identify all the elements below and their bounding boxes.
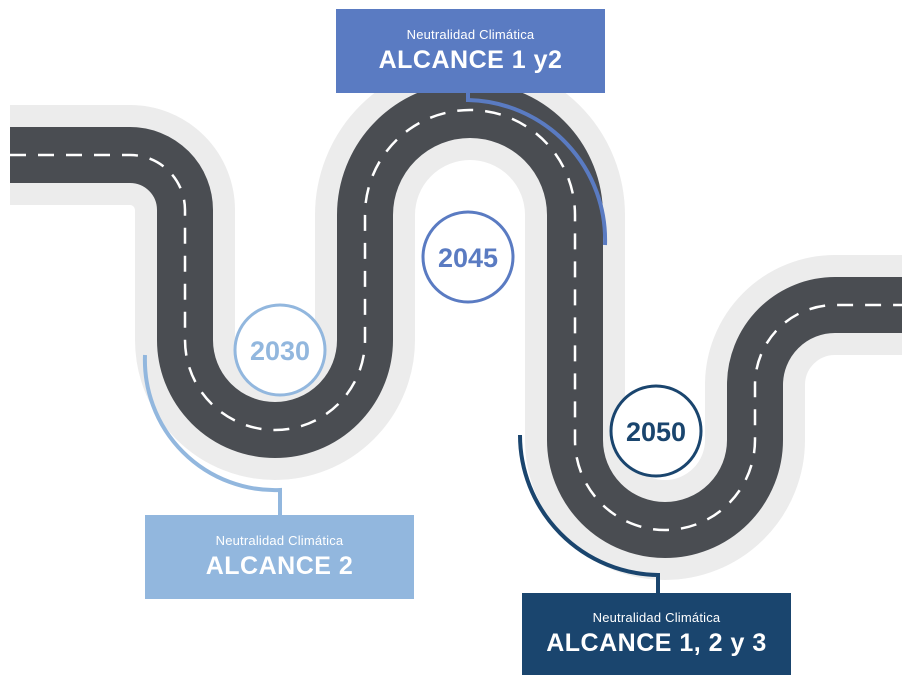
milestone-card-2050: Neutralidad Climática ALCANCE 1, 2 y 3 xyxy=(522,593,791,675)
card-scope: ALCANCE 1 y2 xyxy=(378,46,563,74)
road-center-line xyxy=(10,108,902,532)
connector-arc-2030 xyxy=(142,354,282,515)
milestone-card-2030: Neutralidad Climática ALCANCE 2 xyxy=(145,515,414,599)
card-scope: ALCANCE 2 xyxy=(205,552,354,580)
card-subtitle: Neutralidad Climática xyxy=(592,610,721,625)
connector-arc-2045 xyxy=(466,93,608,246)
milestone-2045: 2045 xyxy=(421,210,515,304)
card-scope: ALCANCE 1, 2 y 3 xyxy=(546,629,767,657)
year-label-2030: 2030 xyxy=(250,336,310,366)
milestone-card-2045: Neutralidad Climática ALCANCE 1 y2 xyxy=(336,9,605,93)
milestone-2050: 2050 xyxy=(609,384,703,478)
year-label-2050: 2050 xyxy=(626,417,686,447)
card-subtitle: Neutralidad Climática xyxy=(215,533,344,548)
milestone-2030: 2030 xyxy=(233,303,327,397)
connector-arc-2050 xyxy=(518,434,660,593)
year-label-2045: 2045 xyxy=(438,243,498,273)
card-subtitle: Neutralidad Climática xyxy=(406,27,535,42)
